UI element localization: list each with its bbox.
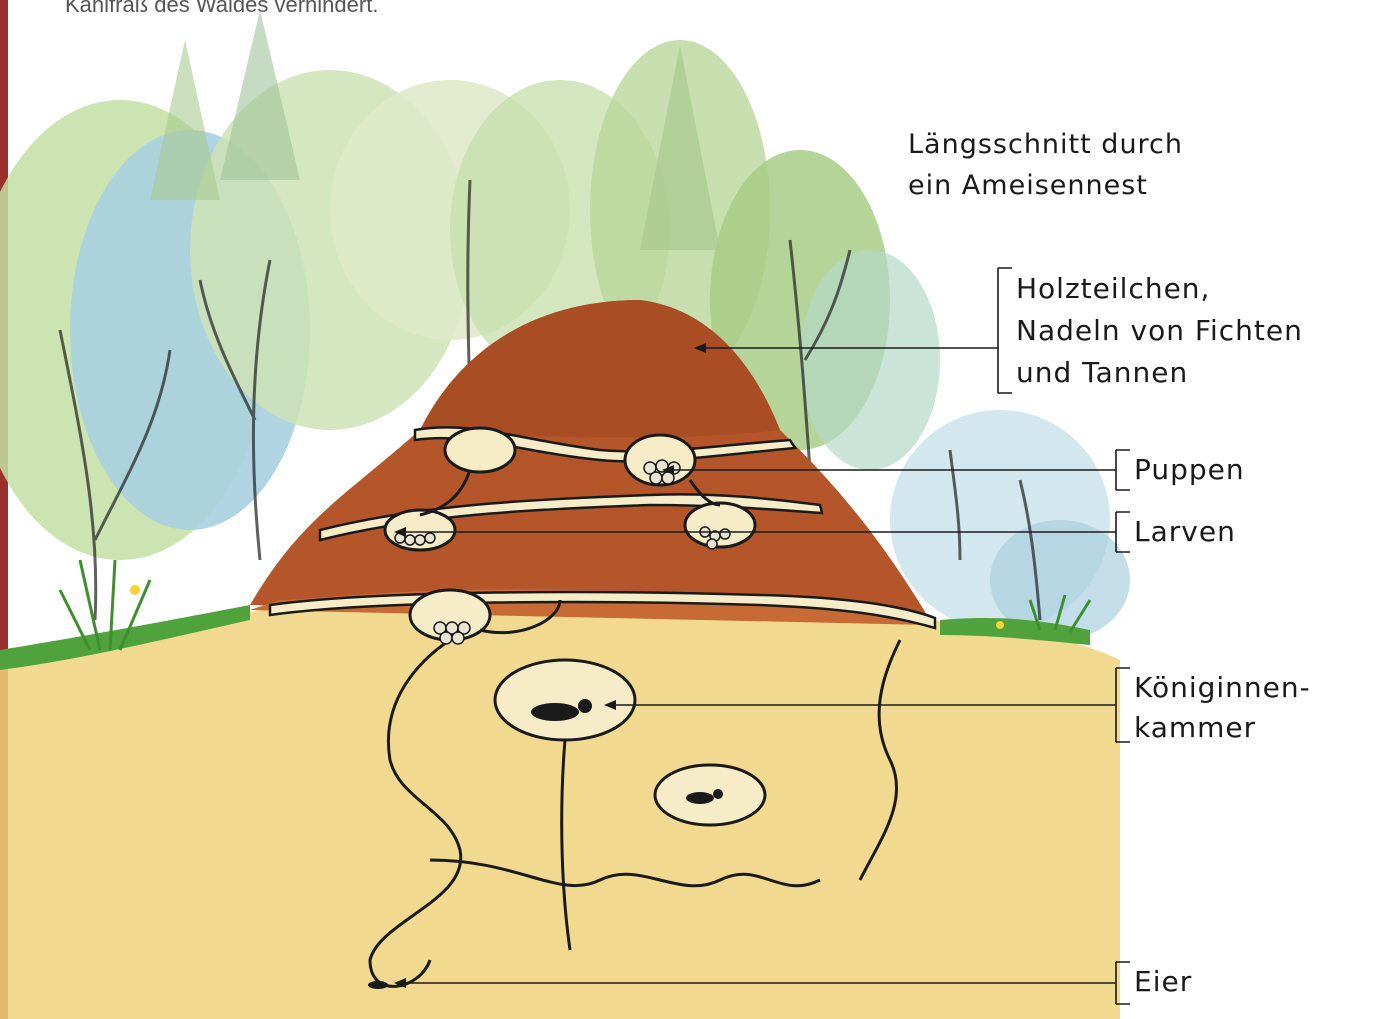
larva [405, 535, 415, 545]
larvae-chamber-right [685, 503, 755, 547]
larva [425, 533, 435, 543]
label-koeniginnenkammer: Königinnen- kammer [1134, 668, 1311, 748]
larva [415, 535, 425, 545]
label-larven-text: Larven [1134, 512, 1236, 552]
label-holzteilchen-line-1: Holzteilchen, [1016, 268, 1303, 310]
label-koeniginnenkammer-line-2: kammer [1134, 708, 1311, 748]
label-holzteilchen: Holzteilchen, Nadeln von Fichten und Tan… [1016, 268, 1303, 394]
eggs [368, 981, 388, 989]
larva [452, 632, 464, 644]
label-larven: Larven [1134, 512, 1236, 552]
pupa [650, 472, 662, 484]
label-puppen: Puppen [1134, 450, 1245, 490]
label-eier-text: Eier [1134, 962, 1192, 1002]
flower [130, 585, 140, 595]
title-line-2: ein Ameisennest [908, 165, 1183, 206]
larva [720, 529, 730, 539]
label-koeniginnenkammer-line-1: Königinnen- [1134, 668, 1311, 708]
worker-ant [686, 792, 714, 804]
chamber-upper-left [445, 428, 515, 472]
label-holzteilchen-line-3: und Tannen [1016, 352, 1303, 394]
queen-ant-head [578, 699, 592, 713]
larva [440, 632, 452, 644]
label-puppen-text: Puppen [1134, 450, 1245, 490]
flower [996, 621, 1004, 629]
diagram-title: Längsschnitt durch ein Ameisennest [908, 124, 1183, 206]
worker-ant-head [713, 789, 723, 799]
label-holzteilchen-line-2: Nadeln von Fichten [1016, 310, 1303, 352]
tree-crown [800, 250, 940, 470]
label-eier: Eier [1134, 962, 1192, 1002]
queen-ant [531, 703, 579, 721]
larva [707, 539, 717, 549]
title-line-1: Längsschnitt durch [908, 124, 1183, 165]
queen-chamber [495, 660, 635, 740]
ground [0, 560, 1120, 1019]
